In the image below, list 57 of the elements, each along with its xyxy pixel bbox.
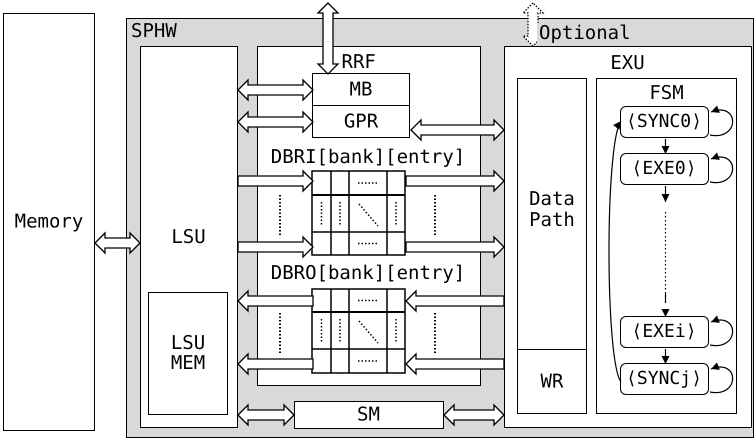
arrow <box>710 106 734 136</box>
block-title: RRF <box>342 52 376 72</box>
memory-block <box>148 292 228 415</box>
block-arrow <box>237 78 314 102</box>
block-arrow <box>237 169 314 193</box>
state-label: ⟨SYNCj⟩ <box>626 368 702 388</box>
state-label: ⟨SYNC0⟩ <box>626 112 702 132</box>
block-label: LSU <box>171 226 206 248</box>
block-label: Memory <box>14 212 84 232</box>
arrow <box>608 120 622 382</box>
arrow <box>710 363 734 394</box>
unit-block <box>140 46 238 428</box>
memory-block <box>3 13 95 431</box>
system-block <box>126 18 754 438</box>
block-arrow <box>405 352 505 376</box>
register-block <box>312 105 410 138</box>
block-arrow <box>237 110 314 134</box>
table-heading: DBRI[bank][entry] <box>270 147 466 168</box>
block-arrow <box>237 289 314 313</box>
arrow <box>662 186 670 317</box>
table-heading: DBRO[bank][entry] <box>270 263 466 284</box>
block-label: LSU MEM <box>170 332 206 374</box>
block-title: SPHW <box>131 21 177 42</box>
arrow <box>662 139 670 154</box>
unit-block <box>504 46 752 428</box>
block-label: GPR <box>344 111 378 132</box>
block-arrow <box>405 169 505 193</box>
block-title: EXU <box>610 52 645 74</box>
arrow <box>710 316 734 346</box>
datapath-block <box>517 78 587 350</box>
register-block <box>517 349 587 414</box>
arrow <box>710 153 734 184</box>
register-block <box>312 73 410 107</box>
block-label: WR <box>540 371 564 392</box>
dotted-block-arrow <box>521 2 545 47</box>
block-arrow <box>237 352 314 376</box>
block-arrow <box>410 118 505 142</box>
arrow <box>662 349 670 364</box>
state-box <box>620 106 708 138</box>
block-arrow <box>316 2 340 75</box>
block-arrow <box>405 235 505 259</box>
block-label: Data Path <box>529 189 575 231</box>
block-arrow <box>237 235 314 259</box>
block-arrow <box>443 403 505 427</box>
state-box <box>620 362 708 394</box>
block-arrow <box>94 231 141 255</box>
memory-block <box>294 400 444 428</box>
state-label: ⟨EXE0⟩ <box>631 158 697 178</box>
state-label: ⟨EXEi⟩ <box>631 322 697 342</box>
block-label: SM <box>357 404 380 425</box>
state-box <box>620 152 708 184</box>
block-label: MB <box>350 80 372 100</box>
block-arrow <box>237 403 295 427</box>
state-machine-block <box>596 78 737 414</box>
state-box <box>620 316 708 348</box>
block-arrow <box>405 289 505 313</box>
block-title: FSM <box>649 83 684 104</box>
